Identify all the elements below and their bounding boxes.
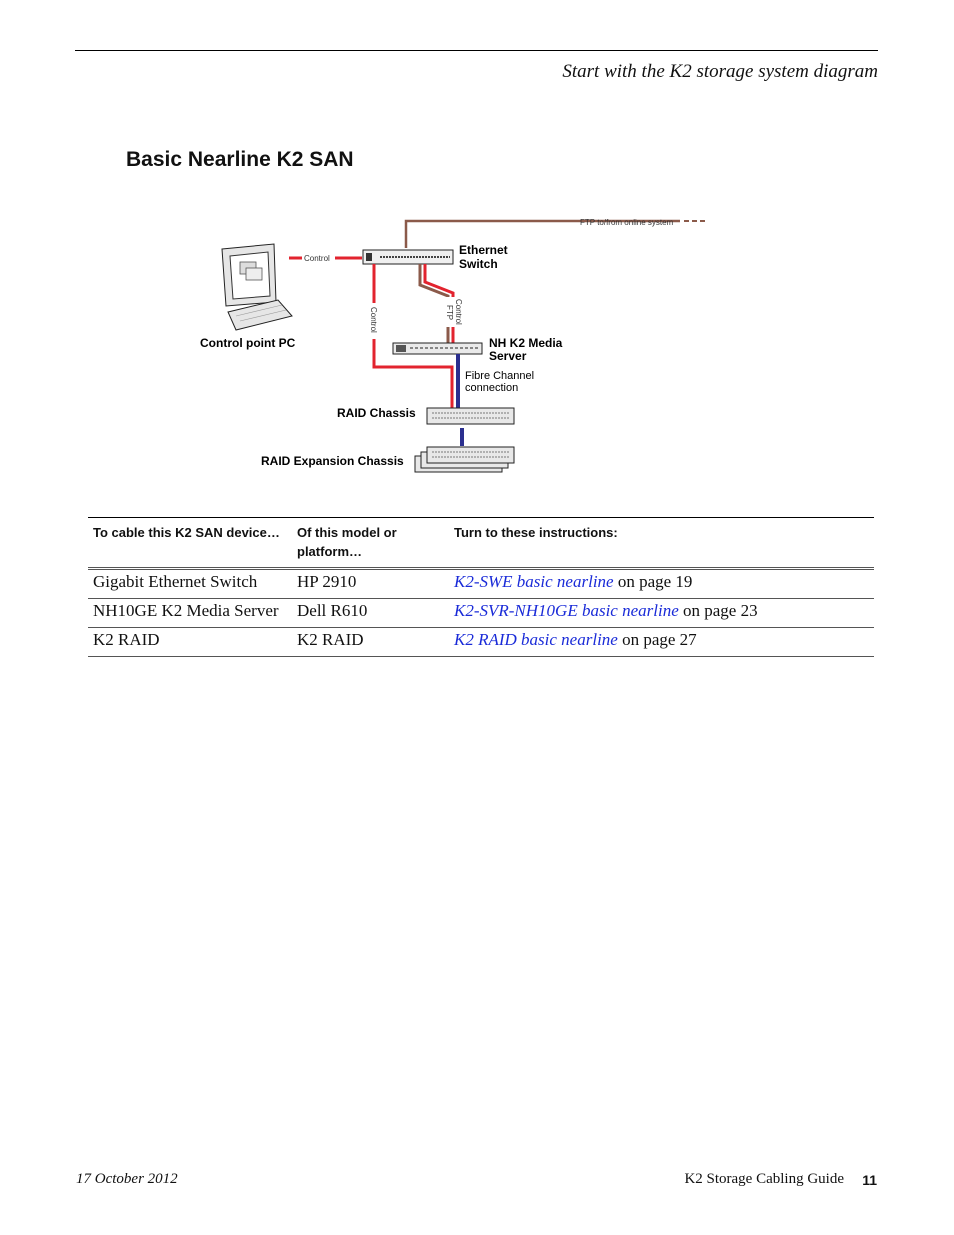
fibre-label-1: Fibre Channel — [465, 370, 534, 382]
control-vertical-label: Control — [369, 307, 378, 333]
instruction-link-svr[interactable]: K2-SVR-NH10GE basic nearline — [454, 601, 679, 620]
fibre-label-2: connection — [465, 382, 518, 394]
section-title: Start with the K2 storage system diagram — [562, 61, 878, 82]
cell-model: Dell R610 — [292, 598, 449, 628]
footer-date: 17 October 2012 — [76, 1171, 178, 1187]
header-model: Of this model or platform… — [292, 517, 449, 570]
cell-device: Gigabit Ethernet Switch — [88, 568, 292, 599]
control-line-raid — [372, 264, 454, 408]
ethernet-switch-device — [362, 249, 454, 265]
control-label-pc: Control — [304, 254, 330, 263]
header-device: To cable this K2 SAN device… — [88, 517, 292, 570]
cell-device: NH10GE K2 Media Server — [88, 598, 292, 628]
page-ref: on page 19 — [613, 572, 693, 591]
header-instructions: Turn to these instructions: — [449, 517, 874, 570]
page-heading: Basic Nearline K2 SAN — [126, 148, 354, 171]
table-row: K2 RAID K2 RAID K2 RAID basic nearline o… — [88, 627, 874, 657]
nh-server-device — [392, 342, 483, 355]
header-rule — [75, 50, 878, 51]
ftp-label: FTP to/from online system — [580, 218, 674, 227]
cell-instructions: K2-SVR-NH10GE basic nearline on page 23 — [449, 598, 874, 628]
cell-model: HP 2910 — [292, 568, 449, 599]
ethernet-switch-label-2: Switch — [459, 257, 498, 271]
control-point-pc-device — [221, 243, 293, 331]
ethernet-switch-label-1: Ethernet — [459, 243, 508, 257]
page-ref: on page 27 — [617, 630, 697, 649]
control-point-pc-label: Control point PC — [200, 336, 296, 350]
instruction-link-raid[interactable]: K2 RAID basic nearline — [454, 630, 618, 649]
nh-server-label-2: Server — [489, 349, 527, 363]
footer-guide-title: K2 Storage Cabling Guide — [684, 1171, 844, 1187]
ftp-line-server — [418, 264, 450, 343]
table-row: Gigabit Ethernet Switch HP 2910 K2-SWE b… — [88, 568, 874, 599]
ftp-external-line — [404, 219, 680, 248]
instructions-table: To cable this K2 SAN device… Of this mod… — [88, 517, 874, 657]
raid-expansion-label: RAID Expansion Chassis — [261, 454, 404, 468]
control-ftp-label-2: FTP — [445, 305, 454, 320]
footer-page-number: 11 — [862, 1172, 877, 1188]
page-ref: on page 23 — [678, 601, 758, 620]
raid-chassis-label: RAID Chassis — [337, 406, 416, 420]
cell-instructions: K2-SWE basic nearline on page 19 — [449, 568, 874, 599]
cell-instructions: K2 RAID basic nearline on page 27 — [449, 627, 874, 657]
control-ftp-label-1: Control — [454, 299, 463, 325]
cell-model: K2 RAID — [292, 627, 449, 657]
raid-chassis-device — [426, 407, 515, 425]
table-header-row: To cable this K2 SAN device… Of this mod… — [88, 517, 874, 570]
raid-expansion-device — [414, 446, 515, 473]
table-row: NH10GE K2 Media Server Dell R610 K2-SVR-… — [88, 598, 874, 628]
instruction-link-swe[interactable]: K2-SWE basic nearline — [454, 572, 614, 591]
cell-device: K2 RAID — [88, 627, 292, 657]
nh-server-label-1: NH K2 Media — [489, 336, 563, 350]
control-line-server — [423, 264, 455, 343]
